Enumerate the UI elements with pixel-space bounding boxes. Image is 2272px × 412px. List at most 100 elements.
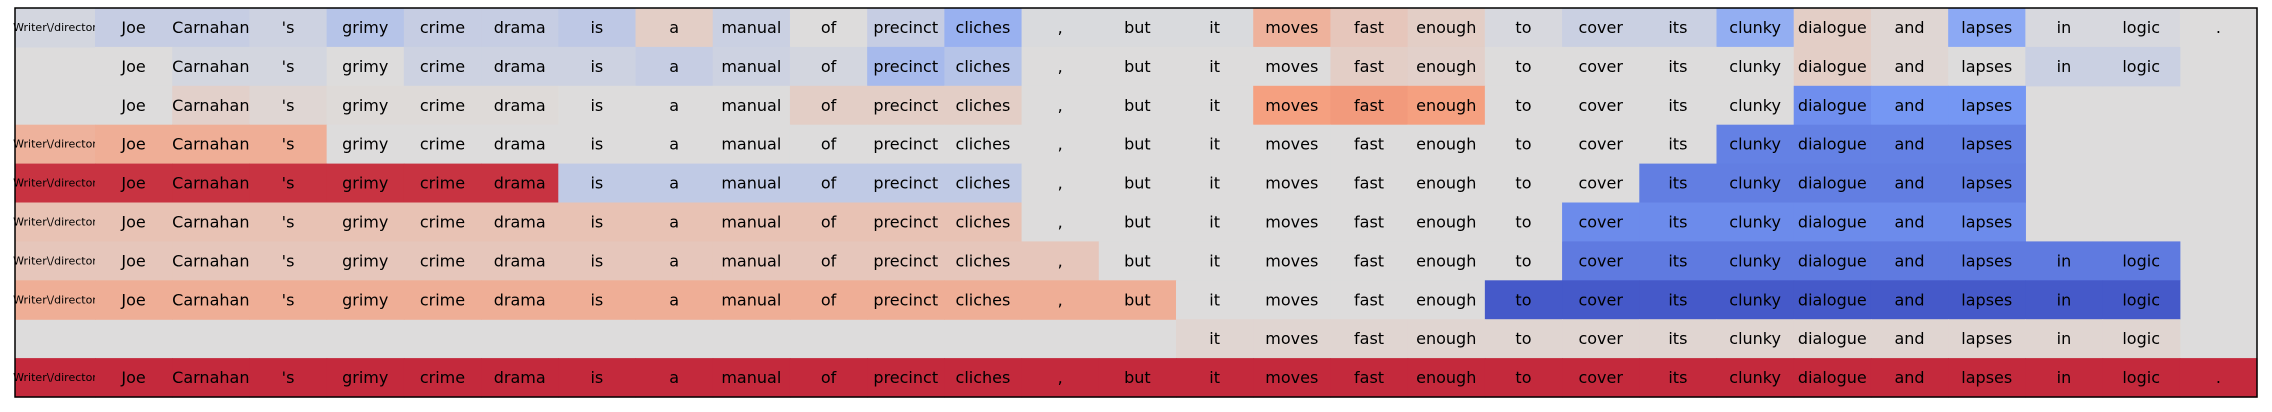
heatmap-cell — [1407, 241, 1486, 281]
heatmap-cell — [326, 46, 405, 87]
heatmap-cell — [1330, 46, 1409, 87]
token-label: it — [1209, 251, 1220, 270]
heatmap-cell — [1562, 163, 1640, 204]
token-label: and — [1894, 135, 1924, 154]
heatmap-cell — [1870, 124, 1949, 165]
heatmap-cell — [1716, 8, 1795, 48]
heatmap-cell — [2102, 358, 2181, 398]
heatmap-cell — [172, 124, 251, 165]
token-label: and — [1894, 368, 1924, 387]
heatmap-cell — [2179, 358, 2258, 398]
heatmap-cell — [1716, 319, 1795, 359]
token-label: manual — [721, 290, 781, 309]
heatmap-cell — [1716, 124, 1795, 165]
heatmap-cell — [944, 202, 1023, 242]
heatmap-cell — [403, 85, 482, 126]
heatmap-cell — [172, 202, 251, 242]
heatmap-cell — [944, 241, 1023, 281]
heatmap-cell — [1098, 8, 1177, 48]
token-label: clunky — [1729, 174, 1781, 193]
token-label: is — [590, 96, 603, 115]
heatmap-cell — [558, 358, 637, 398]
token-label: grimy — [342, 290, 388, 309]
token-label: its — [1668, 96, 1687, 115]
heatmap-cell — [172, 280, 251, 320]
token-label: lapses — [1961, 368, 2012, 387]
heatmap-cell — [712, 85, 791, 126]
heatmap-cell — [172, 358, 251, 398]
heatmap-cell — [1021, 46, 1100, 87]
token-label: to — [1515, 57, 1531, 76]
token-label: fast — [1354, 329, 1384, 348]
heatmap-cell — [1870, 280, 1949, 320]
heatmap-cell — [1639, 280, 1718, 320]
token-label: grimy — [342, 251, 388, 270]
token-label: fast — [1354, 212, 1384, 231]
token-label: , — [1058, 135, 1063, 154]
heatmap-cell — [15, 8, 96, 48]
heatmap-cell — [635, 280, 714, 320]
heatmap-cell — [95, 241, 173, 281]
token-label: of — [821, 174, 837, 193]
token-label: precinct — [873, 174, 938, 193]
token-label: Joe — [120, 96, 145, 115]
token-label: of — [821, 18, 837, 37]
token-label: Carnahan — [172, 368, 249, 387]
token-label: precinct — [873, 212, 938, 231]
token-label: in — [2057, 329, 2072, 348]
token-label: cliches — [956, 135, 1011, 154]
heatmap-cell — [789, 163, 868, 204]
heatmap-cell — [1716, 46, 1795, 87]
heatmap-cell — [1716, 85, 1795, 126]
token-label: Carnahan — [172, 290, 249, 309]
heatmap-cell — [481, 8, 559, 48]
heatmap-cell — [2025, 46, 2104, 87]
token-label: and — [1894, 18, 1924, 37]
token-label: crime — [420, 18, 465, 37]
token-label: to — [1515, 329, 1531, 348]
heatmap-cell — [1716, 241, 1795, 281]
token-label: it — [1209, 57, 1220, 76]
token-label: is — [590, 251, 603, 270]
heatmap-cell — [1484, 124, 1563, 165]
token-label: its — [1668, 368, 1687, 387]
heatmap-cell — [1948, 358, 2026, 398]
token-label: clunky — [1729, 135, 1781, 154]
token-label: and — [1894, 212, 1924, 231]
heatmap-cell — [1793, 319, 1872, 359]
heatmap-cell — [1484, 8, 1563, 48]
token-label: is — [590, 174, 603, 193]
token-label: Joe — [120, 18, 145, 37]
token-label: moves — [1265, 329, 1318, 348]
heatmap-cell — [1021, 280, 1100, 320]
token-label: Writer\/director — [13, 177, 97, 190]
token-label: enough — [1416, 368, 1476, 387]
heatmap-cell — [249, 8, 328, 48]
heatmap-cell — [326, 163, 405, 204]
heatmap-cell — [95, 202, 173, 242]
heatmap-cell — [1562, 124, 1640, 165]
token-label: precinct — [873, 57, 938, 76]
heatmap-cell — [403, 163, 482, 204]
heatmap-cell — [1870, 319, 1949, 359]
heatmap-cell — [481, 358, 559, 398]
heatmap-cell — [1484, 85, 1563, 126]
token-label: grimy — [342, 57, 388, 76]
token-label: drama — [494, 368, 546, 387]
heatmap-cell — [172, 241, 251, 281]
heatmap-cell — [1639, 85, 1718, 126]
heatmap-cell — [712, 8, 791, 48]
token-label: moves — [1265, 251, 1318, 270]
token-label: and — [1894, 57, 1924, 76]
heatmap-cell — [1407, 163, 1486, 204]
token-label: , — [1058, 174, 1063, 193]
heatmap-cell — [2179, 8, 2258, 48]
heatmap-cell — [1948, 280, 2026, 320]
token-label: a — [669, 290, 679, 309]
heatmap-cell — [1793, 124, 1872, 165]
heatmap-cell — [558, 202, 637, 242]
token-label: it — [1209, 18, 1220, 37]
